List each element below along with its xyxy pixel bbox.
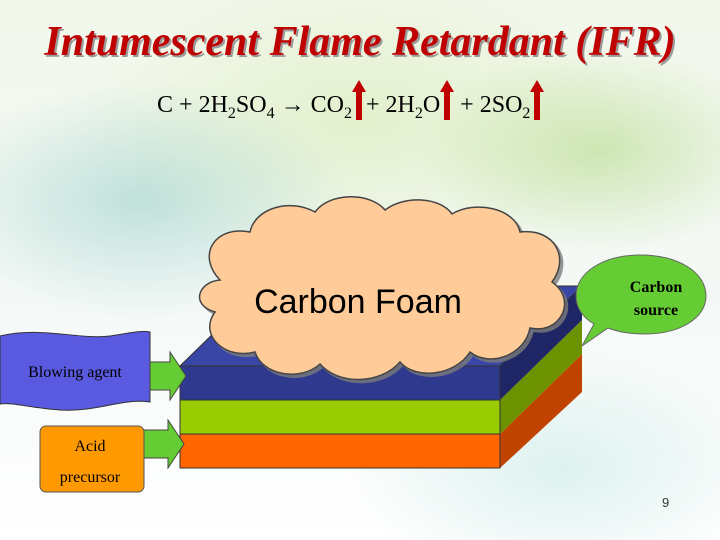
acid-precursor-box — [39, 425, 145, 493]
product-water: 2H2O — [385, 92, 441, 122]
acid-precursor-label-line2: precursor — [60, 469, 121, 486]
carbon-foam-cloud — [198, 196, 566, 381]
page-number: 9 — [662, 495, 670, 510]
product-co2: CO2 — [310, 92, 352, 122]
slab-layer-bottom-side — [500, 354, 582, 468]
carbon-foam-label: Carbon Foam — [254, 283, 462, 321]
carbon-source-label-line2: source — [634, 302, 678, 319]
reactant-sulfuric-acid: 2H2SO4 — [198, 92, 275, 122]
blowing-agent-arrow-icon — [149, 350, 187, 402]
blowing-agent-label: Blowing agent — [28, 364, 122, 381]
slab-layer-bottom — [179, 433, 501, 469]
chemical-equation: C + 2H2SO4 → CO2+ 2H2O + 2SO2 — [157, 80, 545, 122]
slab-layer-middle — [179, 399, 501, 435]
gas-evolved-arrow-icon — [440, 80, 455, 122]
carbon-source-callout — [575, 254, 707, 347]
reaction-arrow: → — [280, 92, 305, 118]
gas-evolved-arrow-icon — [351, 80, 366, 122]
carbon-source-label-line1: Carbon — [630, 279, 683, 296]
acid-precursor-arrow-icon — [141, 418, 185, 470]
reactant-carbon: C — [157, 92, 174, 118]
slab-layer-middle-side — [500, 320, 582, 434]
gas-evolved-arrow-icon — [530, 80, 545, 122]
product-so2: 2SO2 — [479, 92, 531, 122]
acid-precursor-label-line1: Acid — [74, 438, 105, 455]
slide-title: Intumescent Flame Retardant (IFR) — [44, 19, 676, 65]
